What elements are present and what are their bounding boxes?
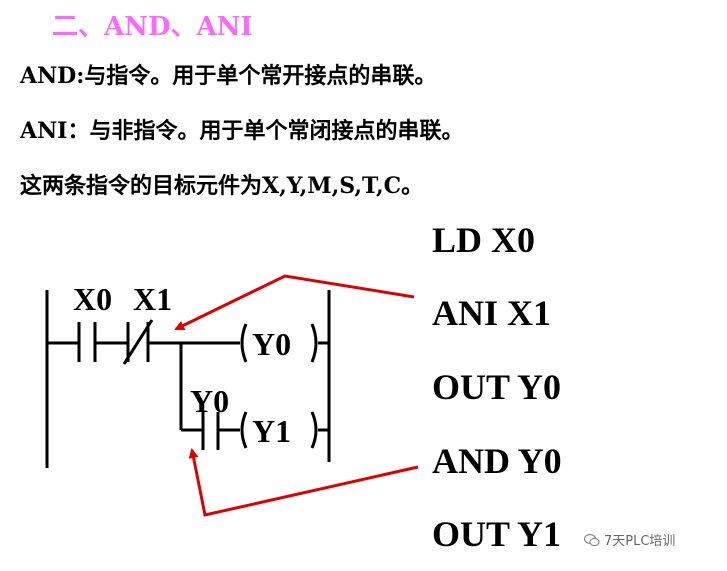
label-coil-y1: Y1: [252, 413, 291, 449]
instruction-out-y0: OUT Y0: [432, 367, 562, 407]
target-elements-note: 这两条指令的目标元件为X,Y,M,S,T,C。: [20, 173, 424, 199]
instruction-out-y1: OUT Y1: [432, 514, 562, 554]
instruction-ani-x1: ANI X1: [432, 293, 552, 333]
arrow-ani-to-x1: [174, 274, 415, 331]
label-contact-y0: Y0: [190, 383, 229, 419]
label-x1: X1: [133, 281, 172, 317]
y0-coil: [240, 323, 318, 363]
watermark: 7天PLC培训: [583, 530, 676, 549]
chat-bubble-icon: [583, 532, 600, 548]
label-x0: X0: [73, 281, 112, 317]
and-description: AND:与指令。用于单个常开接点的串联。: [20, 63, 437, 89]
section-heading: 二、AND、ANI: [52, 12, 253, 42]
instruction-ld-x0: LD X0: [432, 220, 536, 260]
arrow-and-to-y0: [188, 448, 419, 517]
watermark-text: 7天PLC培训: [604, 534, 676, 549]
y1-coil: [240, 411, 318, 449]
label-coil-y0: Y0: [252, 326, 291, 362]
instruction-and-y0: AND Y0: [432, 441, 562, 481]
ani-description: ANI：与非指令。用于单个常闭接点的串联。: [20, 118, 464, 144]
x0-normally-open-contact: [77, 322, 97, 362]
x1-normally-closed-contact: [122, 319, 154, 365]
